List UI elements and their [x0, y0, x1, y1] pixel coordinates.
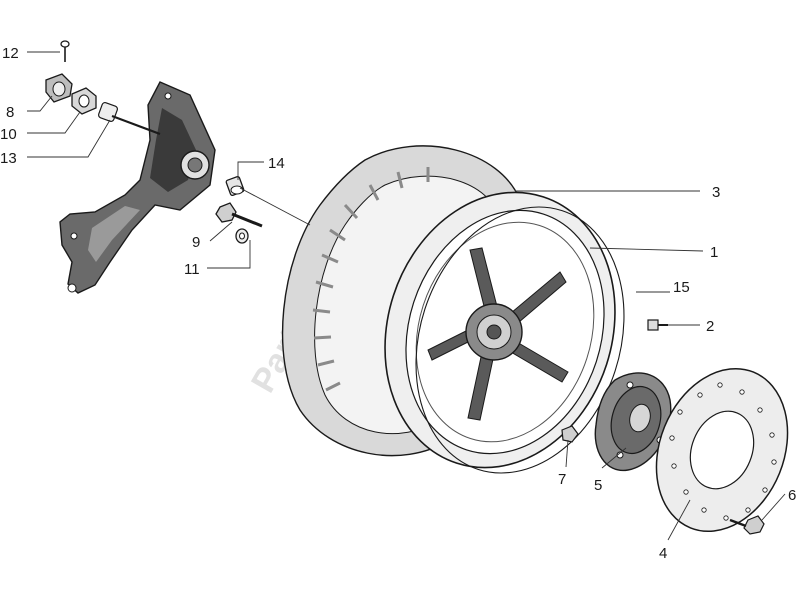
callout-10: 10: [0, 126, 17, 143]
callout-labels: 12 8 10 13 14 9 11 3 1 15 2 7 5 4 6: [0, 45, 796, 562]
brake-disc-icon: [655, 367, 789, 533]
callout-8: 8: [6, 104, 14, 121]
hub-flange-icon: [594, 372, 672, 472]
callout-13: 13: [0, 150, 17, 167]
screw-icon: [647, 319, 668, 331]
tube-ring-icon: [415, 206, 625, 474]
swing-arm-icon: [59, 81, 216, 294]
callout-7: 7: [558, 471, 566, 488]
callout-14: 14: [268, 155, 285, 172]
callout-12: 12: [2, 45, 19, 62]
callout-11: 11: [184, 261, 200, 278]
disc-bolt-icon: [729, 515, 765, 535]
callout-9: 9: [192, 234, 200, 251]
callout-6: 6: [788, 487, 796, 504]
leader-lines: [27, 51, 786, 541]
castle-nut-icon: [45, 73, 73, 103]
cotter-pin-icon: [60, 40, 70, 62]
valve-icon: [561, 425, 579, 443]
callout-1: 1: [710, 244, 718, 261]
spacer-icon: [97, 101, 119, 123]
spacer-14-icon: [225, 176, 245, 196]
nut-icon: [71, 87, 97, 115]
callout-4: 4: [659, 545, 667, 562]
bolt-icon: [215, 202, 263, 228]
wheel-rim-icon: [384, 191, 616, 469]
callout-15: 15: [673, 279, 690, 296]
washer-icon: [235, 228, 249, 244]
callout-2: 2: [706, 318, 714, 335]
callout-3: 3: [712, 184, 720, 201]
axle-icon: [111, 114, 161, 136]
callout-5: 5: [594, 477, 602, 494]
